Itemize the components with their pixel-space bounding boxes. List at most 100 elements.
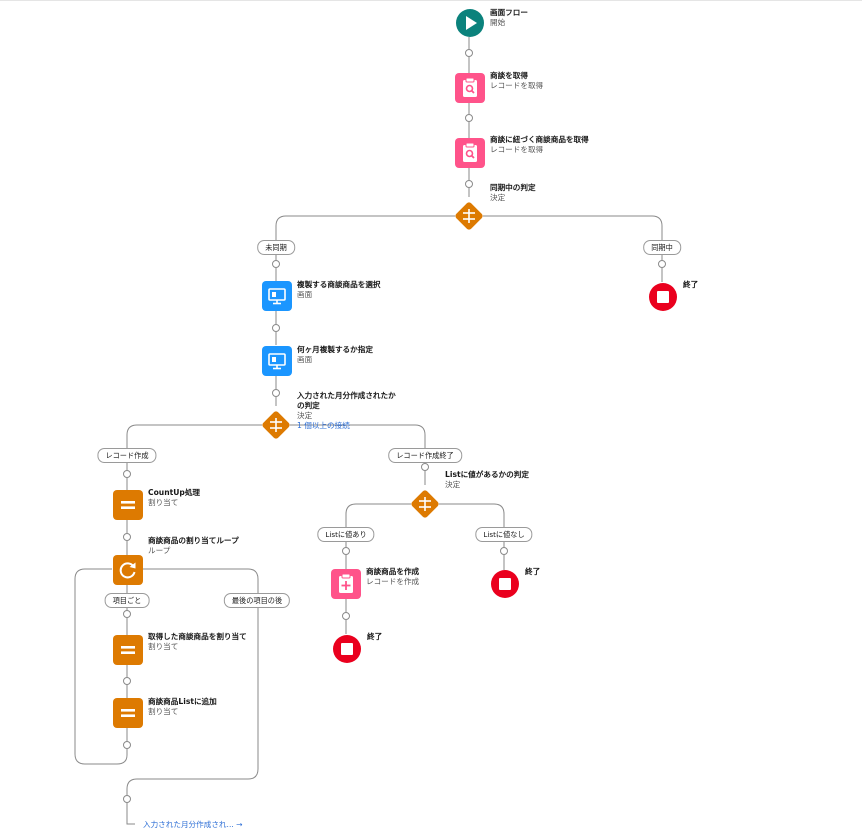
decision-list-label: Listに値があるかの判定 決定 [445,470,529,490]
stop-icon [491,570,519,598]
branch-label-after-last[interactable]: 最後の項目の後 [223,593,291,608]
create-product-node[interactable] [331,569,361,599]
end-nolist-node[interactable] [490,569,520,599]
node-title: 終了 [367,632,383,641]
node-subtitle: 決定 [490,193,506,202]
decision-sync-label: 同期中の判定 決定 [490,183,536,203]
get-products-node[interactable] [455,138,485,168]
connector-dot[interactable] [500,547,508,555]
get-opportunity-label: 商談を取得 レコードを取得 [490,71,543,91]
connector-dot[interactable] [421,463,429,471]
loop-icon [113,555,143,585]
end-sync-node[interactable] [648,282,678,312]
connector-dot[interactable] [123,677,131,685]
connector-dot[interactable] [658,260,666,268]
decision-months-label: 入力された月分作成されたか の判定 決定 1 個以上の接続 [297,391,396,431]
decision-list-node[interactable] [410,489,440,519]
assign-countup-node[interactable] [113,490,143,520]
connector-dot[interactable] [272,324,280,332]
end-sync-label: 終了 [683,280,698,290]
connector-dot[interactable] [465,114,473,122]
get-products-label: 商談に紐づく商談商品を取得 レコードを取得 [490,135,589,155]
connector-dot[interactable] [342,547,350,555]
node-subtitle: 画面 [297,290,313,299]
node-title: 複製する商談商品を選択 [297,280,381,289]
decision-months-node[interactable] [261,410,291,440]
connector-dot[interactable] [123,533,131,541]
connector-dot[interactable] [342,612,350,620]
node-title: 終了 [683,280,699,289]
node-subtitle: 画面 [297,355,313,364]
node-subtitle: 割り当て [148,707,179,716]
screen-select-label: 複製する商談商品を選択 画面 [297,280,381,300]
node-subtitle: レコードを作成 [366,577,420,586]
connector-dot[interactable] [123,741,131,749]
branch-label-list-no-value[interactable]: Listに値なし [475,527,533,542]
end-created-node[interactable] [332,634,362,664]
node-subtitle: 割り当て [148,642,179,651]
end-nolist-label: 終了 [525,567,540,577]
create-product-label: 商談商品を作成 レコードを作成 [366,567,419,587]
loop-node[interactable] [113,555,143,585]
screen-select-node[interactable] [262,281,292,311]
loop-label: 商談商品の割り当てループ ループ [148,536,239,556]
assignment-icon [113,698,143,728]
connections-link[interactable]: 1 個以上の接続 [297,421,350,430]
connector-line [275,215,455,281]
connector-dot[interactable] [123,795,131,803]
start-node-label: 画面フロー 開始 [490,8,528,28]
assign-product-label: 取得した商談商品を割り当て 割り当て [148,632,247,652]
node-subtitle: レコードを取得 [490,145,544,154]
branch-label-unsynced[interactable]: 未同期 [257,240,295,255]
node-title: の判定 [297,401,320,410]
stop-icon [333,635,361,663]
connector-dot[interactable] [272,389,280,397]
assign-product-node[interactable] [113,635,143,665]
goto-decision-link[interactable]: 入力された月分作成され... → [143,820,243,829]
start-node[interactable] [455,8,485,38]
node-title: 同期中の判定 [490,183,536,192]
play-icon [456,9,484,37]
node-title: 商談に紐づく商談商品を取得 [490,135,589,144]
screen-icon [262,346,292,376]
assign-list-node[interactable] [113,698,143,728]
node-title: 商談商品を作成 [366,567,420,576]
node-title: 商談商品Listに追加 [148,697,217,706]
branch-label-record-create-done[interactable]: レコード作成終了 [388,448,462,463]
record-lookup-icon [455,73,485,103]
record-lookup-icon [455,138,485,168]
screen-months-node[interactable] [262,346,292,376]
branch-label-each-item[interactable]: 項目ごと [104,593,150,608]
node-subtitle: 決定 [297,411,313,420]
decision-icon [455,202,483,230]
screen-months-label: 何ヶ月複製するか指定 画面 [297,345,373,365]
node-subtitle: ループ [148,546,171,555]
branch-label-record-create[interactable]: レコード作成 [97,448,157,463]
end-created-label: 終了 [367,632,382,642]
branch-label-syncing[interactable]: 同期中 [643,240,681,255]
connector-dot[interactable] [123,610,131,618]
connector-dot[interactable] [272,260,280,268]
node-title: 商談商品の割り当てループ [148,536,239,545]
node-subtitle: レコードを取得 [490,81,544,90]
connector-dot[interactable] [465,49,473,57]
get-opportunity-node[interactable] [455,73,485,103]
decision-sync-node[interactable] [454,201,484,231]
connector-line [345,503,411,570]
connector-dot[interactable] [123,470,131,478]
connector-dot[interactable] [465,180,473,188]
connector-line [126,424,262,490]
node-subtitle: 割り当て [148,498,179,507]
record-create-icon [331,569,361,599]
connector-line [74,568,128,765]
assignment-icon [113,490,143,520]
node-title: 終了 [525,567,541,576]
decision-icon [262,411,290,439]
top-border [0,0,862,1]
connector-line [483,215,663,282]
node-title: 何ヶ月複製するか指定 [297,345,373,354]
node-title: 画面フロー [490,8,528,17]
node-title: 入力された月分作成されたか [297,391,396,400]
branch-label-list-has-value[interactable]: Listに値あり [317,527,375,542]
